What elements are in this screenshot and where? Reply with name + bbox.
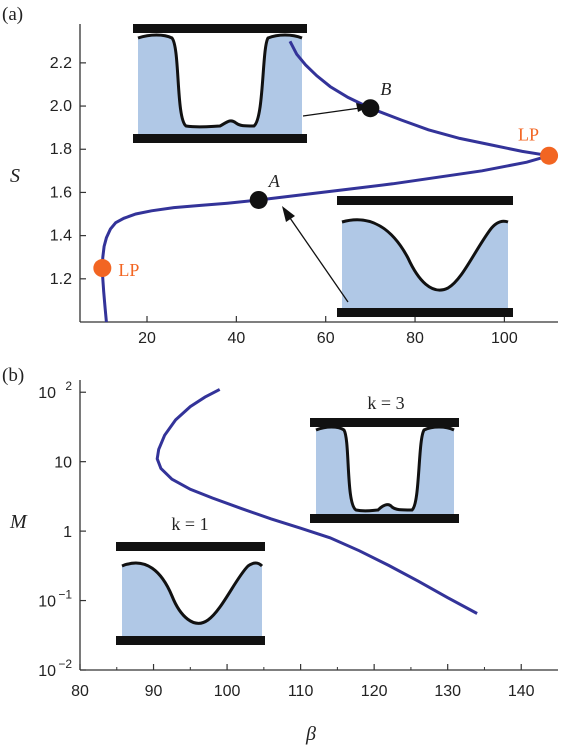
- panel-b-x-tick-label: 90: [145, 683, 163, 700]
- panel-b-y-tick-exponent: 2: [65, 379, 72, 393]
- inset-a-fluid: [342, 219, 508, 308]
- inset-k1-top-plate: [116, 542, 265, 551]
- panel-b-x-tick-label: 100: [214, 683, 241, 700]
- inset-a-bottom-plate: [337, 308, 513, 317]
- inset-k3-fluid: [316, 427, 454, 516]
- inset-b-top-plate: [133, 24, 307, 33]
- limit-point-label: LP: [518, 125, 539, 145]
- inset-k1-fluid: [122, 562, 262, 636]
- panel-b-y-axis-title: M: [9, 511, 28, 533]
- panel-b-x-ticks: 80 90 100 110 120 130 140: [71, 664, 535, 700]
- arrow-to-a: [289, 217, 349, 303]
- panel-b-x-tick-label: 120: [361, 683, 388, 700]
- panel-a-y-tick-label: 1.4: [50, 228, 72, 245]
- inset-k3-top-plate: [310, 418, 459, 427]
- panel-b-y-tick-label: 10: [38, 663, 56, 680]
- inset-k3-interface: [315, 425, 455, 513]
- panel-b-y-tick-label: 10: [38, 594, 56, 611]
- panel-b-x-tick-label: 140: [508, 683, 535, 700]
- panel-a-y-tick-label: 1.8: [50, 141, 72, 158]
- limit-point-marker: [540, 146, 559, 165]
- panel-b-y-tick-exponent: −2: [58, 657, 72, 671]
- panel-a-label: (a): [2, 4, 23, 25]
- panel-a-x-ticks: 20 40 60 80 100: [138, 316, 518, 347]
- solution-point-marker: [249, 190, 268, 209]
- panel-a-x-tick-label: 100: [491, 330, 518, 347]
- panel-a-arrows: [282, 103, 370, 303]
- panel-a-x-tick-label: 40: [227, 330, 245, 347]
- panel-b-x-tick-label: 110: [288, 683, 314, 700]
- panel-b-x-axis-title: β: [305, 723, 316, 745]
- panel-a-y-tick-label: 2.0: [50, 98, 72, 115]
- panel-a-x-tick-label: 60: [317, 330, 335, 347]
- panel-b-y-tick-label: 1: [63, 524, 72, 541]
- panel-a-inset-a: [337, 196, 513, 317]
- panel-b-x-tick-label: 80: [71, 683, 89, 700]
- limit-point-label: LP: [118, 260, 139, 280]
- panel-a-y-axis-title: S: [10, 165, 20, 187]
- solution-point-label: A: [268, 171, 281, 191]
- inset-k1-bottom-plate: [116, 636, 265, 645]
- inset-a-top-plate: [337, 196, 513, 205]
- panel-a-inset-b: [133, 24, 307, 143]
- inset-k3-label: k = 3: [367, 393, 404, 413]
- panel-a-y-ticks: 1.2 1.4 1.6 1.8 2.0 2.2: [50, 55, 86, 288]
- panel-b-inset-k1: k = 1: [116, 514, 265, 645]
- inset-b-interface: [137, 33, 303, 129]
- panel-b-y-tick-label: 10: [38, 385, 56, 402]
- panel-a-x-tick-label: 20: [138, 330, 156, 347]
- arrow-to-a-head: [282, 206, 295, 222]
- solution-point-marker: [361, 99, 380, 118]
- inset-a-interface: [341, 218, 509, 292]
- panel-b-y-tick-label: 10: [54, 455, 72, 472]
- inset-b-bottom-plate: [133, 134, 307, 143]
- panel-a-y-tick-label: 2.2: [50, 55, 72, 72]
- panel-a: (a) 20 40 60 80 100 1.2 1.4 1.6 1.8 2.0 2.2 S: [2, 4, 559, 347]
- panel-b-label: (b): [2, 365, 24, 386]
- inset-k3-bottom-plate: [310, 514, 459, 523]
- panel-a-y-tick-label: 1.2: [50, 271, 72, 288]
- inset-k1-label: k = 1: [171, 514, 208, 534]
- panel-b-inset-k3: k = 3: [310, 393, 459, 523]
- panel-a-x-tick-label: 80: [406, 330, 424, 347]
- solution-point-label: B: [380, 79, 391, 99]
- panel-a-y-tick-label: 1.6: [50, 184, 72, 201]
- panel-b-y-tick-exponent: −1: [58, 588, 72, 602]
- arrow-to-b: [302, 107, 361, 117]
- inset-k1-interface: [121, 561, 264, 625]
- inset-b-fluid: [138, 35, 302, 134]
- panel-b-series-line: [155, 388, 478, 615]
- limit-point-marker: [93, 259, 112, 278]
- panel-b-x-tick-label: 130: [434, 683, 461, 700]
- panel-a-points: A B LP LP: [93, 79, 559, 280]
